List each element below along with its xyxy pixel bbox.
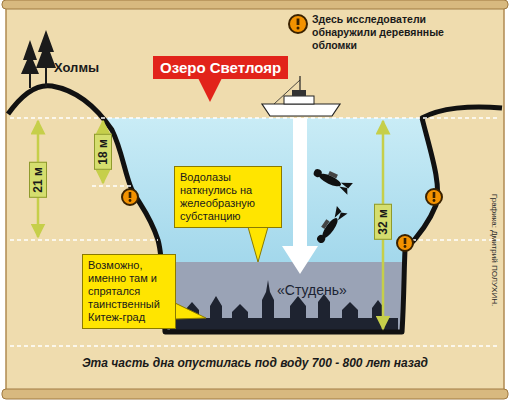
node-text: «Студень» (277, 282, 347, 298)
scroll-roll (2, 389, 508, 399)
debris-marker (122, 189, 442, 251)
descent-arrow (282, 118, 318, 274)
callout-pointer (175, 303, 206, 319)
diver (313, 205, 347, 246)
city-silhouette (170, 280, 398, 332)
depth-dimension: 21 м (29, 162, 47, 198)
legend-text: Здесь исследователи обнаружили деревянны… (312, 13, 446, 52)
callout-box: Водолазы наткнулись на желеобразную субс… (174, 166, 282, 228)
caption: Эта часть дна опустилась под воду 700 - … (82, 356, 428, 370)
diver (311, 165, 353, 195)
node-text: Озеро Светлояр (160, 59, 281, 76)
legend-icon (289, 15, 307, 33)
node-text: Возможно, именно там и спрятался таинств… (88, 259, 170, 324)
parchment (6, 6, 504, 394)
node-text: Водолазы наткнулись на желеобразную субс… (180, 171, 276, 223)
place-name: Холмы (54, 60, 99, 75)
scroll-roll (2, 0, 508, 9)
lake-profile (8, 86, 502, 332)
callout-pointer (248, 227, 268, 262)
label-pointer (198, 78, 222, 102)
trees (21, 30, 56, 88)
jelly-layer: «Студень» (274, 281, 350, 299)
lake-name-box: Озеро Светлояр (153, 56, 288, 79)
level-lines (10, 118, 500, 346)
depth-dimension: 32 м (374, 204, 392, 240)
callout-box: Возможно, именно там и спрятался таинств… (82, 254, 176, 329)
boat (262, 76, 340, 116)
credit-note: Графика: Дмитрий ПОЛУХИН. (490, 194, 499, 306)
dimension-arrows (38, 121, 383, 329)
legend-entry: Здесь исследователи обнаружили деревянны… (312, 13, 446, 52)
depth-dimension: 18 м (94, 134, 112, 170)
